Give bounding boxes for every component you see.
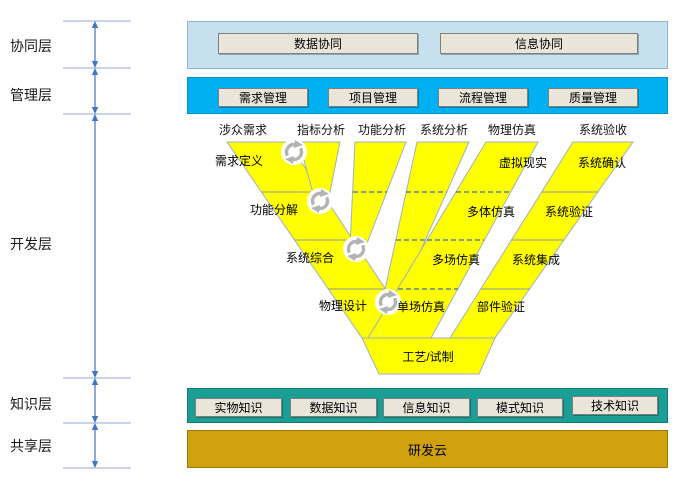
knowledge-box-pattern: 模式知识 bbox=[477, 398, 563, 417]
layer-label-sharing: 共享层 bbox=[10, 438, 52, 454]
collab-box-info: 信息协同 bbox=[440, 33, 638, 54]
gauge-boundary-lines bbox=[63, 20, 131, 469]
sharing-band: 研发云 bbox=[187, 430, 668, 468]
stage-requirement-definition: 需求定义 bbox=[215, 153, 263, 168]
trapezoid-process-trial bbox=[361, 337, 496, 375]
layer-label-management: 管理层 bbox=[10, 87, 52, 103]
stage-component-verification: 部件验证 bbox=[477, 299, 525, 314]
mgmt-box-project: 项目管理 bbox=[328, 88, 418, 107]
knowledge-box-tech: 技术知识 bbox=[572, 396, 658, 415]
mgmt-box-quality: 质量管理 bbox=[548, 88, 638, 107]
stage-system-synthesis: 系统综合 bbox=[286, 250, 334, 265]
stage-multibody-sim: 多体仿真 bbox=[467, 205, 515, 219]
iteration-loop-icon-1 bbox=[279, 137, 309, 167]
stage-physical-design: 物理设计 bbox=[319, 299, 367, 313]
stage-singlefield-sim: 单场仿真 bbox=[397, 300, 445, 314]
layer-label-collaboration: 协同层 bbox=[10, 38, 52, 54]
layer-gauge bbox=[63, 20, 131, 469]
iteration-loop-icon-3 bbox=[341, 234, 371, 264]
stage-system-verification: 系统验证 bbox=[545, 204, 593, 219]
knowledge-box-info: 信息知识 bbox=[383, 398, 470, 417]
top-label-metric-analysis: 指标分析 bbox=[297, 122, 345, 137]
gauge-arrows bbox=[91, 21, 99, 468]
sharing-band-label: 研发云 bbox=[407, 442, 447, 458]
mgmt-box-requirements: 需求管理 bbox=[218, 88, 308, 107]
collab-box-data: 数据协同 bbox=[218, 33, 418, 54]
stage-system-integration: 系统集成 bbox=[512, 252, 560, 267]
knowledge-box-data: 数据知识 bbox=[290, 398, 377, 417]
stage-system-confirmation: 系统确认 bbox=[578, 156, 626, 170]
stage-process-trial: 工艺/试制 bbox=[402, 349, 453, 364]
knowledge-box-physical: 实物知识 bbox=[195, 398, 282, 417]
iteration-loop-icon-2 bbox=[305, 186, 335, 216]
layer-label-development: 开发层 bbox=[10, 236, 52, 252]
stage-multifield-sim: 多场仿真 bbox=[432, 253, 480, 267]
top-label-function-analysis: 功能分析 bbox=[358, 123, 406, 137]
v-top-labels: 涉众需求 指标分析 功能分析 系统分析 物理仿真 系统验收 bbox=[219, 122, 627, 137]
top-label-system-analysis: 系统分析 bbox=[420, 123, 468, 137]
top-label-physical-simulation: 物理仿真 bbox=[488, 123, 536, 137]
stage-function-decomposition: 功能分解 bbox=[250, 203, 298, 217]
layer-label-knowledge: 知识层 bbox=[10, 396, 52, 412]
mgmt-box-process: 流程管理 bbox=[438, 88, 528, 107]
verification-stage-labels: 系统确认 系统验证 系统集成 部件验证 bbox=[477, 156, 626, 314]
decomposition-stage-labels: 需求定义 功能分解 系统综合 物理设计 bbox=[215, 153, 367, 313]
simulation-stage-labels: 虚拟现实 多体仿真 多场仿真 单场仿真 bbox=[397, 155, 547, 314]
stage-virtual-reality: 虚拟现实 bbox=[499, 155, 547, 170]
top-label-system-acceptance: 系统验收 bbox=[579, 122, 627, 137]
top-label-stakeholder-needs: 涉众需求 bbox=[219, 123, 267, 137]
